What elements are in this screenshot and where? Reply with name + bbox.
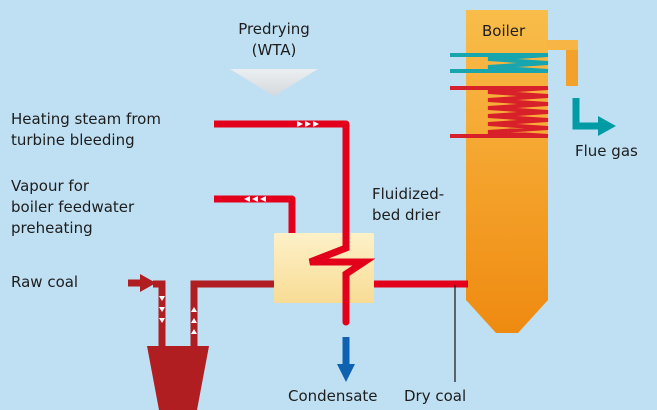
predrying-label: Predrying (WTA) bbox=[238, 20, 310, 59]
flue-gas-label: Flue gas bbox=[575, 142, 638, 160]
fluidized-bed-drier-label: Fluidized- bed drier bbox=[372, 185, 445, 224]
boiler-superheater-coil bbox=[450, 86, 549, 138]
coal-down-chevrons bbox=[159, 296, 165, 323]
vapour-label: Vapour for boiler feedwater preheating bbox=[11, 177, 135, 237]
condensate-arrow-icon bbox=[337, 364, 355, 382]
flue-gas-arrowhead bbox=[598, 116, 616, 136]
heating-steam-pipe bbox=[214, 120, 350, 232]
boiler-label: Boiler bbox=[482, 22, 526, 40]
coal-return-pipe bbox=[153, 280, 166, 350]
raw-coal-label: Raw coal bbox=[11, 273, 79, 291]
condensate-label: Condensate bbox=[288, 387, 378, 405]
drier-heating-coil bbox=[308, 226, 376, 326]
heating-steam-label: Heating steam from turbine bleeding bbox=[11, 110, 161, 149]
hopper-funnel-icon bbox=[147, 346, 209, 410]
dry-coal-label: Dry coal bbox=[404, 387, 467, 405]
boiler-economizer-coil bbox=[450, 53, 549, 73]
flue-gas-arrow-icon bbox=[572, 98, 600, 130]
vapour-pipe bbox=[214, 195, 296, 233]
vapour-flow-chevrons bbox=[244, 196, 266, 202]
heating-steam-flow-chevrons bbox=[297, 121, 319, 127]
raw-coal-pipe bbox=[190, 280, 274, 350]
predrying-arrow-icon bbox=[230, 69, 318, 96]
boiler-flue-stub bbox=[566, 40, 578, 86]
coal-up-chevrons bbox=[191, 307, 197, 334]
boiler-flue-connector bbox=[548, 40, 578, 50]
raw-coal-arrow-icon bbox=[140, 274, 156, 292]
